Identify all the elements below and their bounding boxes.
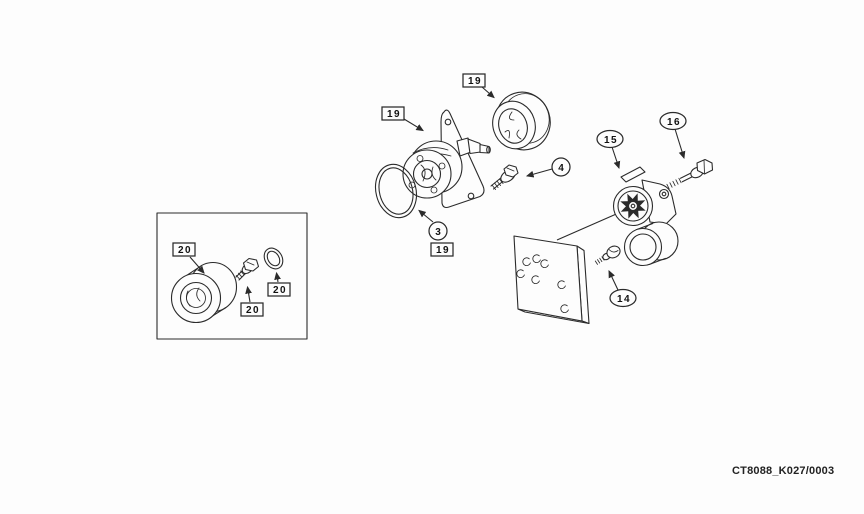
callout-19-pulley-label: 19	[468, 76, 482, 87]
callout-19-gasket: 19	[430, 242, 454, 257]
leader-arrow	[674, 128, 686, 160]
callout-16-tensioner-bolt-label: 16	[667, 117, 681, 128]
leader-arrow	[189, 256, 205, 274]
leader-arrow	[608, 270, 619, 291]
leader-arrow	[418, 209, 434, 223]
callout-20-idler-bolt: 20	[240, 302, 264, 317]
callout-19-pump-label: 19	[387, 109, 401, 120]
figure-code: CT8088_K027/0003	[732, 465, 834, 477]
callout-19-pulley: 19	[462, 73, 486, 88]
callout-20-idler-pulley: 20	[172, 242, 196, 257]
idler-pulley-drawing	[170, 261, 238, 324]
pump-pulley-drawing	[492, 91, 551, 151]
tensioner-bolt-drawing	[666, 158, 714, 190]
leader-arrow	[525, 168, 553, 178]
callout-20-idler-bolt-label: 20	[246, 305, 260, 316]
callout-16-tensioner-bolt: 16	[659, 111, 687, 131]
idler-parts-box	[156, 212, 308, 340]
leader-arrow	[245, 285, 252, 303]
leader-arrow	[481, 86, 495, 99]
idler-bolt-drawing	[235, 257, 260, 281]
o-ring-drawing	[374, 163, 418, 219]
callout-3-gasket-label: 3	[435, 227, 442, 238]
callout-20-idler-pulley-label: 20	[178, 245, 192, 256]
callout-20-idler-washer: 20	[267, 282, 291, 297]
leader-arrow	[274, 271, 281, 283]
plate-screw-drawing	[594, 245, 621, 265]
callout-19-pump: 19	[381, 106, 405, 121]
callout-15-tensioner: 15	[596, 129, 624, 149]
callout-14-plate-screw-label: 14	[617, 294, 631, 305]
callout-19-gasket-label: 19	[436, 245, 450, 256]
callout-4-pump-bolt: 4	[551, 157, 571, 177]
callout-4-pump-bolt-label: 4	[558, 163, 565, 174]
callout-20-idler-washer-label: 20	[273, 285, 287, 296]
idler-washer-drawing	[263, 247, 284, 270]
mounting-plate-drawing	[513, 235, 590, 325]
leader-arrow	[611, 146, 621, 170]
tensioner-drawing	[556, 166, 679, 267]
water-pump-drawing	[402, 109, 491, 209]
leader-arrow	[403, 118, 424, 132]
pump-bolt-drawing	[490, 164, 519, 191]
callout-15-tensioner-label: 15	[604, 135, 618, 146]
callout-14-plate-screw: 14	[609, 288, 637, 308]
callout-3-gasket: 3	[428, 221, 448, 241]
